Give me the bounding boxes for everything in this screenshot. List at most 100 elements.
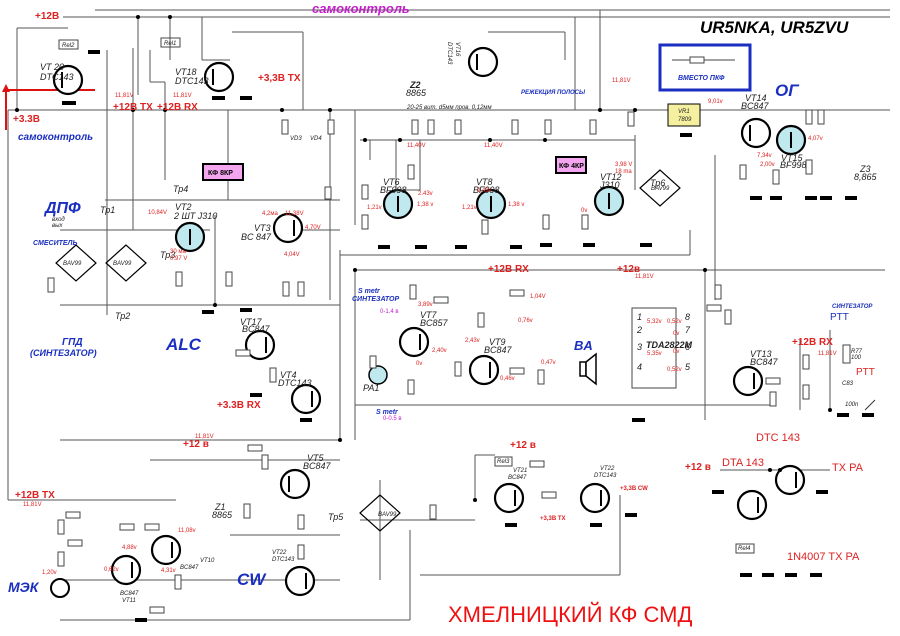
voltage-label: 4,31v	[161, 568, 176, 574]
plus12-tx-label: +12В TX	[113, 102, 153, 113]
plus33-tx-label-2: +3,3В TX	[540, 516, 566, 522]
voltage-label: 11,40V	[407, 143, 426, 149]
rel4-box	[735, 543, 755, 554]
voltage-label: 4,07v	[808, 136, 823, 142]
vt13-symbol	[732, 365, 764, 397]
voltage-label: 0,52v	[667, 319, 682, 325]
voltage-label: 4,2ма	[262, 211, 278, 217]
ptt-label-2: PTT	[856, 367, 875, 378]
voltage-label: 3,98 V	[615, 162, 632, 168]
vt20-model: DTC143	[40, 72, 74, 82]
rel1-box	[160, 37, 181, 48]
voltage-label: 0,76v	[518, 318, 533, 324]
vt12-label: VT12	[600, 172, 622, 182]
pa1-meter	[368, 365, 388, 385]
voltage-label: 4,04V	[284, 252, 300, 258]
plus12v-label-3: +12 в	[510, 440, 536, 451]
voltage-label: 2,40v	[432, 348, 447, 354]
vt5-model: BC847	[303, 461, 332, 471]
vt14-model: BC847	[741, 101, 770, 111]
vd3-label: VD3	[290, 136, 302, 142]
voltage-label: 11,81V	[23, 502, 42, 508]
voltage-label: 7,34v	[757, 153, 772, 159]
bav99-label: BAV99	[63, 261, 82, 267]
z3-label: Z3	[859, 164, 871, 174]
gpd-label: ГПД	[62, 337, 83, 348]
pin-5: 5	[685, 362, 691, 372]
vt8-model: BF998	[473, 185, 500, 195]
plus12-rx-label: +12В RX	[157, 102, 198, 113]
vt12-model: J310	[599, 180, 620, 190]
vt6-label: VT6	[383, 177, 400, 187]
voltage-label: 1,21v	[462, 205, 477, 211]
voltage-label: 4,70V	[305, 225, 321, 231]
tr4-label: Тр4	[173, 184, 188, 194]
voltage-label: 1,04V	[530, 294, 546, 300]
pin-3: 3	[637, 342, 642, 352]
ptt-synth-label: СИНТЕЗАТОР	[832, 304, 873, 310]
voltage-label: 3,89v	[418, 302, 433, 308]
plus12v-label-2: +12 в	[183, 439, 209, 450]
plus12v-label-4: +12 в	[685, 462, 711, 473]
voltage-label: 11,81V	[115, 93, 134, 99]
voltage-label: 11,81V	[818, 351, 837, 357]
dpf-label: ДПФ	[43, 200, 81, 217]
vt11-model: BC847	[120, 591, 139, 597]
voltage-label: 4,88v	[122, 545, 137, 551]
z3-model: 8,865	[854, 172, 878, 182]
rel2-label: Rel2	[62, 43, 75, 49]
tr5-label: Тр5	[328, 512, 344, 522]
vt7-label: VT7	[420, 310, 438, 320]
voltage-label: 5,32v	[647, 319, 662, 325]
vt5-symbol	[279, 468, 311, 500]
plus33-rx-label: +3.3В RX	[217, 400, 261, 411]
vt17-label: VT17	[240, 317, 263, 327]
ground-symbols	[62, 50, 874, 622]
plus12-tx-label-2: +12В TX	[15, 490, 55, 501]
tx-pa2-label: 1N4007 TX PA	[787, 551, 860, 563]
z1-model: 8865	[212, 510, 233, 520]
smetr-synth-label: СИНТЕЗАТОР	[352, 296, 399, 303]
smetr-label-2: S metr	[376, 409, 399, 416]
tx-pa-label: TX PA	[832, 462, 864, 474]
ptt-switch[interactable]	[864, 399, 876, 411]
synth-label: (СИНТЕЗАТОР)	[30, 348, 97, 358]
bav99-label: BAV99	[651, 186, 670, 192]
voltage-label: 11,40V	[484, 143, 503, 149]
junction-dots	[15, 15, 832, 502]
diode-bridges	[55, 139, 681, 532]
voltage-label: 0v	[581, 208, 587, 214]
self-control-top-label: самоконтроль	[312, 1, 410, 16]
vt2-model: 2 ШТ J310	[173, 211, 217, 221]
bav99-label: BAV99	[378, 512, 397, 518]
vt8-label: VT8	[476, 177, 493, 187]
dtc143-label: DTC 143	[756, 432, 800, 444]
ic-tda2822m	[631, 307, 677, 389]
vt7-symbol	[398, 326, 430, 358]
vt20-label: VT 20	[40, 62, 64, 72]
footer-title: ХМЕЛНИЦКИЙ КФ СМД	[448, 602, 693, 627]
voltage-label: 0,52v	[667, 367, 682, 373]
filter-kf8kp	[202, 163, 244, 181]
filter-kf4kp	[555, 156, 587, 174]
c83-value: 100n	[845, 402, 859, 408]
instead-pkf-label: ВМЕСТО ПКФ	[678, 75, 725, 82]
vt3-symbol	[272, 212, 304, 244]
pin-7: 7	[685, 325, 691, 335]
vt9-label: VT9	[489, 337, 506, 347]
smetr-range-1: 0-1.4 в	[380, 309, 399, 315]
rel4-label: Rel4	[738, 546, 751, 552]
vt18-model: DTC143	[175, 76, 209, 86]
vt22a-symbol	[284, 565, 316, 597]
plus12-rx-label-2: +12В RX	[488, 264, 529, 275]
vt18-label: VT18	[175, 67, 197, 77]
vt15-label: VT15	[781, 153, 804, 163]
voltage-label: 30 ма	[170, 249, 186, 255]
self-control-label: самоконтроль	[18, 132, 93, 143]
vt22-symbol	[579, 482, 611, 514]
instead-pkf-box	[658, 43, 752, 92]
rel3-label: Rel3	[497, 459, 510, 465]
voltage-label: 0v	[673, 331, 679, 337]
vt15-model: BF998	[780, 160, 807, 170]
z1-label: Z1	[214, 502, 226, 512]
